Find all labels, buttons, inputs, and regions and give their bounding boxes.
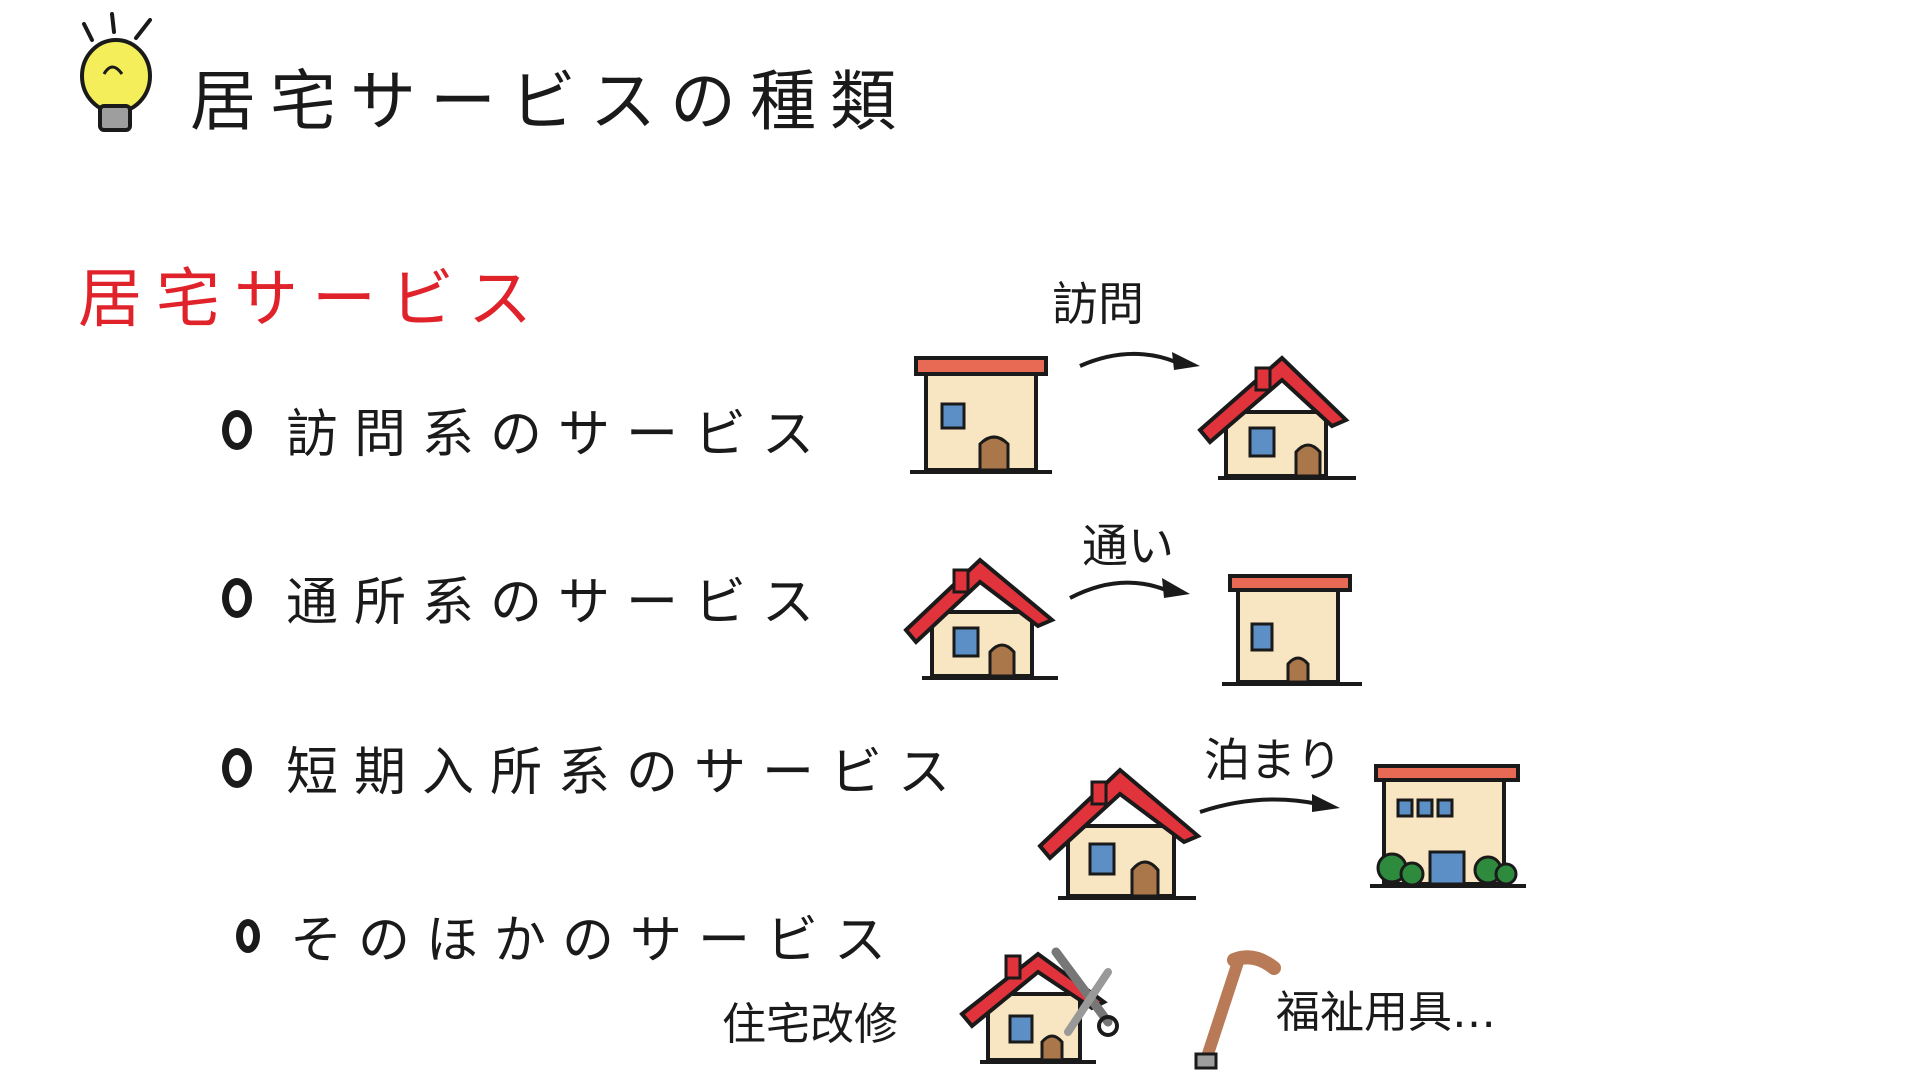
list-item-visit: 訪問系のサービス bbox=[222, 392, 830, 467]
arrow-icon bbox=[1079, 351, 1200, 370]
bullet-icon bbox=[222, 409, 252, 450]
list-item-shortstay: 短期入所系のサービス bbox=[222, 730, 966, 805]
cane-icon bbox=[1194, 950, 1281, 1070]
annotation-visit: 訪問 bbox=[1052, 277, 1144, 331]
list-item-label: 短期入所系のサービス bbox=[286, 743, 967, 803]
bullet-icon bbox=[222, 577, 252, 618]
facility-building-icon bbox=[1370, 764, 1526, 888]
page-title: 居宅サービスの種類 bbox=[190, 63, 910, 140]
label-welfare-equipment: 福祉用具… bbox=[1276, 987, 1496, 1038]
house-with-tools-icon bbox=[959, 947, 1119, 1064]
annotation-shortstay: 泊まり bbox=[1204, 733, 1342, 787]
house-icon bbox=[1037, 767, 1202, 900]
arrow-icon bbox=[1069, 578, 1190, 600]
list-item-daycare: 通所系のサービス bbox=[222, 560, 830, 635]
section-heading: 居宅サービス bbox=[78, 263, 546, 337]
flat-building-icon bbox=[910, 356, 1052, 474]
annotation-daycare: 通い bbox=[1082, 519, 1174, 573]
list-item-label: そのほかのサービス bbox=[290, 911, 903, 971]
label-home-renovation: 住宅改修 bbox=[722, 999, 898, 1050]
list-item-label: 訪問系のサービス bbox=[286, 405, 831, 465]
house-icon bbox=[903, 557, 1058, 680]
house-icon bbox=[1197, 355, 1356, 480]
bullet-icon bbox=[236, 918, 260, 953]
list-item-label: 通所系のサービス bbox=[286, 573, 831, 633]
lightbulb-icon bbox=[70, 10, 170, 140]
bullet-icon bbox=[222, 747, 252, 788]
list-item-other: そのほかのサービス bbox=[236, 898, 902, 973]
arrow-icon bbox=[1199, 794, 1340, 814]
flat-building-icon bbox=[1222, 574, 1362, 686]
